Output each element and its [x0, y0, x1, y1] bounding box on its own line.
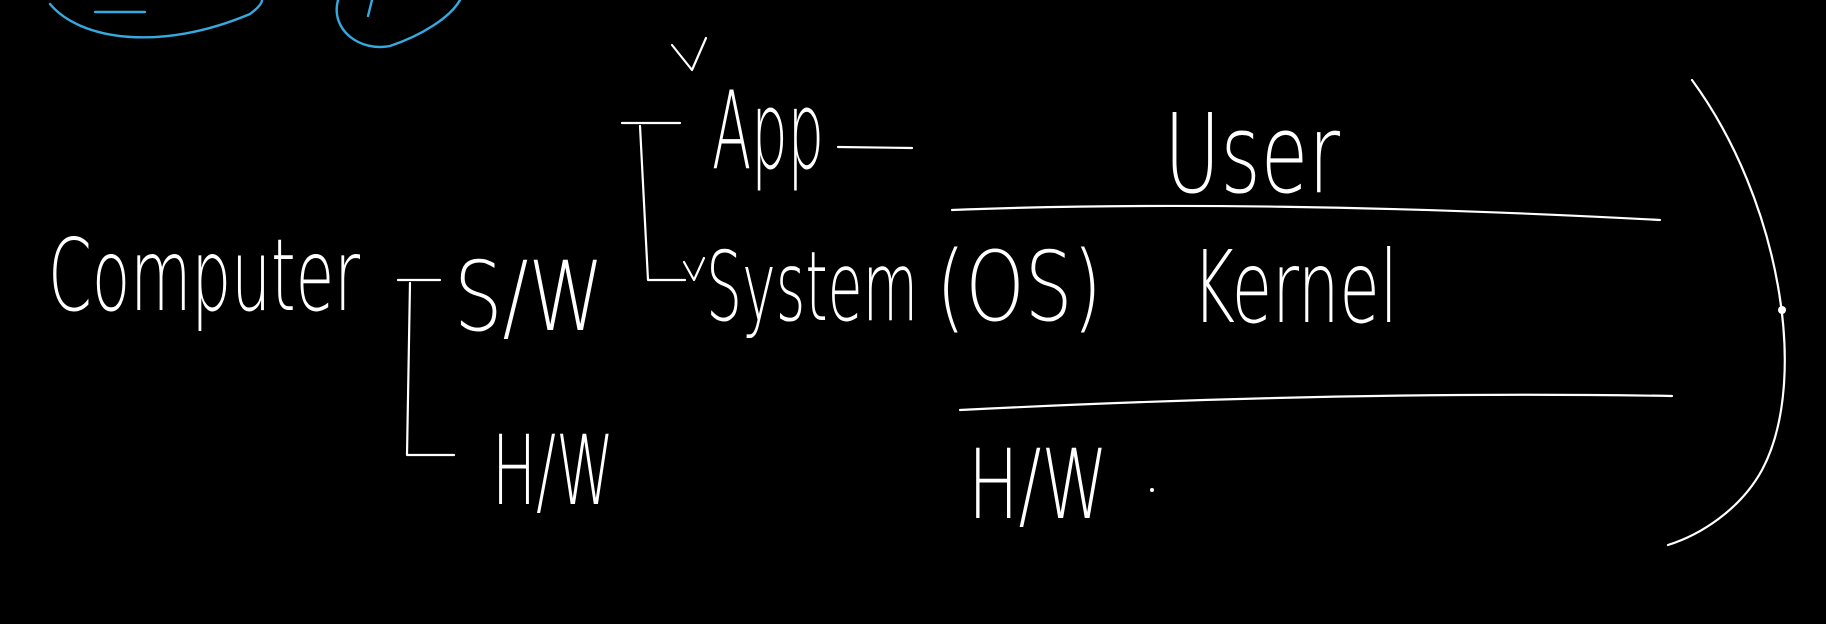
kernel-hw-divider [958, 393, 1674, 412]
computer-label: Computer [48, 217, 361, 334]
sw-branch-bracket [620, 121, 687, 282]
user-label: User [1164, 90, 1341, 218]
blue-circle-left [48, 0, 264, 39]
app-label: App [712, 69, 824, 194]
kernel-label: Kernel [1192, 229, 1398, 346]
layers-enclosing-parenthesis [1666, 78, 1786, 547]
app-dash [836, 145, 914, 150]
blue-glyph-right [366, 0, 374, 18]
hw-label-left: H/W [492, 415, 614, 527]
hw-layer-label: H/W [968, 429, 1108, 541]
system-check-mark [682, 256, 706, 282]
sw-label: S/W [454, 241, 604, 353]
app-check-mark [670, 36, 708, 72]
user-kernel-divider [950, 204, 1662, 222]
blue-circle-right [335, 0, 462, 49]
kernel-dot [1778, 306, 1786, 314]
hw-dot [1150, 488, 1154, 492]
system-label: System [706, 231, 918, 343]
computer-branch-bracket [396, 278, 456, 457]
blue-partial-circles [48, 0, 462, 49]
os-label: (OS) [936, 231, 1102, 343]
